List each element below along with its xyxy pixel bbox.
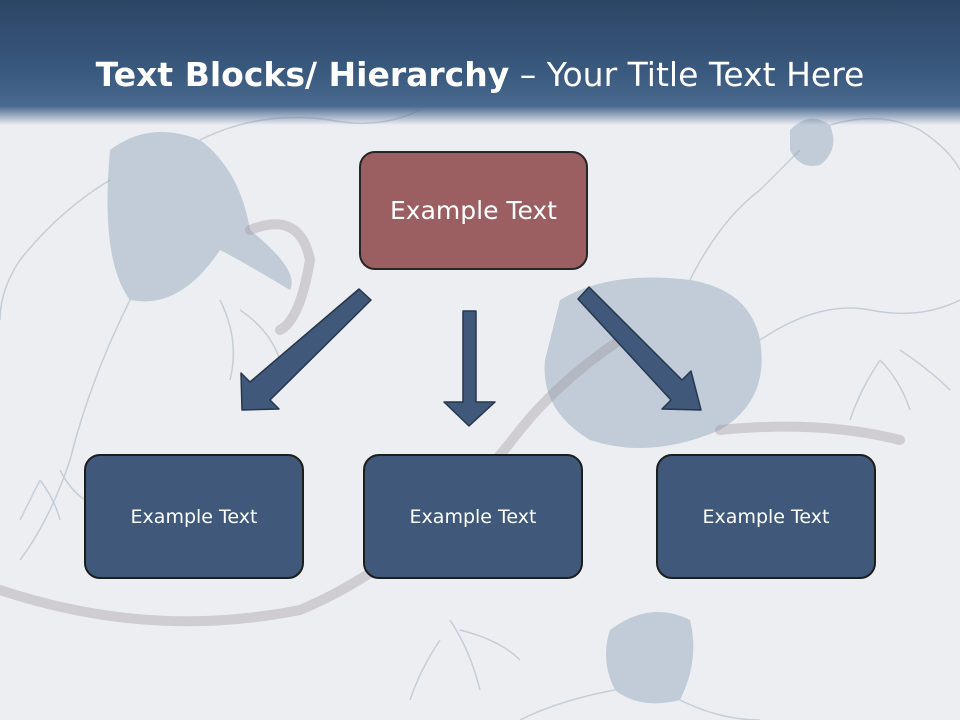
title-bar — [0, 0, 960, 125]
arrow-left — [240, 288, 372, 411]
slide-title-rest: – Your Title Text Here — [509, 55, 865, 94]
slide-title: Text Blocks/ Hierarchy – Your Title Text… — [0, 52, 960, 98]
child-text-block-label: Example Text — [702, 505, 830, 528]
top-text-block-label: Example Text — [390, 196, 557, 225]
arrow-middle — [443, 310, 496, 427]
arrow-right — [577, 286, 702, 411]
child-text-block-left: Example Text — [84, 454, 304, 579]
child-text-block-label: Example Text — [130, 505, 258, 528]
slide-title-bold: Text Blocks/ Hierarchy — [95, 55, 510, 94]
top-text-block: Example Text — [359, 151, 588, 270]
child-text-block-middle: Example Text — [363, 454, 583, 579]
child-text-block-right: Example Text — [656, 454, 876, 579]
child-text-block-label: Example Text — [409, 505, 537, 528]
